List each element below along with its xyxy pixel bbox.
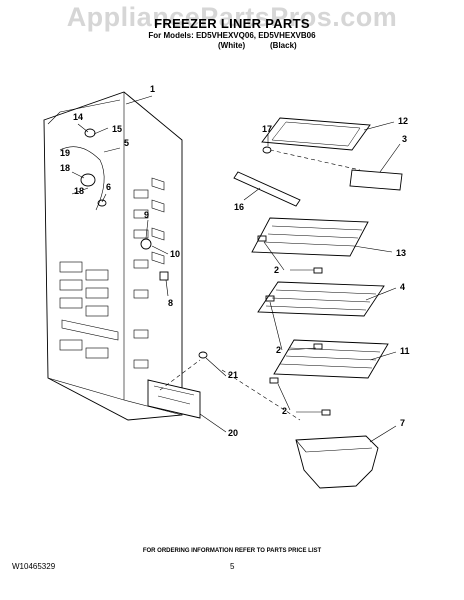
callout-16: 16	[234, 202, 245, 212]
document-number: W10465329	[12, 562, 56, 571]
callout-13: 13	[396, 248, 407, 258]
callout-21: 21	[228, 370, 239, 380]
callout-1: 1	[150, 84, 156, 94]
callout-18a: 18	[60, 163, 71, 173]
callout-18b: 18	[74, 186, 85, 196]
callout-4: 4	[400, 282, 406, 292]
callout-12: 12	[398, 116, 409, 126]
callout-5: 5	[124, 138, 130, 148]
callout-8: 8	[168, 298, 174, 308]
callout-2a: 2	[274, 265, 280, 275]
freezer-liner	[43, 91, 183, 421]
callout-7: 7	[400, 418, 406, 428]
freezer-bin	[295, 435, 379, 489]
variant-white: (White)	[218, 41, 246, 50]
callout-11: 11	[400, 346, 410, 356]
shelf-support	[233, 171, 301, 207]
callout-14: 14	[73, 112, 84, 122]
callout-2c: 2	[282, 406, 288, 416]
variant-black: (Black)	[270, 41, 297, 50]
wire-shelf-4	[257, 281, 385, 317]
callout-9: 9	[144, 210, 150, 220]
callout-15: 15	[112, 124, 123, 134]
models-line: For Models: ED5VHEXVQ06, ED5VHEXVB06	[148, 31, 316, 40]
callout-6: 6	[106, 182, 112, 192]
watermark: AppliancePartsPros.com	[66, 2, 398, 32]
callout-17: 17	[262, 124, 273, 134]
cover-glass	[349, 169, 403, 191]
page-number: 5	[230, 562, 235, 571]
callout-2b: 2	[276, 345, 282, 355]
crisper-cover	[261, 117, 371, 151]
wire-shelf-11	[273, 339, 389, 379]
callout-19: 19	[60, 148, 71, 158]
callout-20: 20	[228, 428, 239, 438]
page-title: FREEZER LINER PARTS	[154, 16, 310, 31]
callout-3: 3	[402, 134, 408, 144]
ordering-note: FOR ORDERING INFORMATION REFER TO PARTS …	[142, 548, 322, 554]
wire-shelf-13	[251, 217, 369, 257]
callout-10: 10	[170, 249, 181, 259]
